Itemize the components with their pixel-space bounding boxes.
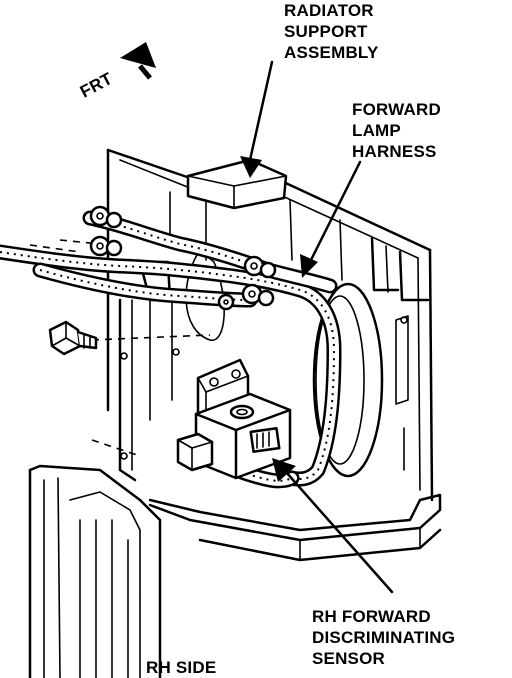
harness-clip bbox=[89, 235, 123, 257]
left-post bbox=[28, 260, 173, 678]
radiator-support-assembly bbox=[106, 148, 434, 502]
harness-clip bbox=[217, 293, 235, 311]
alignment-lines bbox=[29, 239, 211, 457]
harness-clip bbox=[241, 283, 275, 307]
sensor-label-line3: SENSOR bbox=[312, 649, 385, 668]
harness-label-line3: HARNESS bbox=[352, 142, 437, 161]
sensor-arrow bbox=[272, 458, 394, 594]
harness-clip bbox=[243, 255, 277, 279]
side-label: RH SIDE bbox=[146, 658, 216, 677]
harness-clips bbox=[89, 205, 277, 311]
lower-bracket bbox=[148, 493, 442, 562]
sensor-label-line2: DISCRIMINATING bbox=[312, 628, 455, 647]
fastener-dots bbox=[120, 316, 408, 460]
headlamp-opening bbox=[185, 249, 384, 478]
harness-label-line1: FORWARD bbox=[352, 100, 441, 119]
bolt bbox=[48, 320, 98, 356]
harness-label-line2: LAMP bbox=[352, 121, 401, 140]
radiator-label-line2: SUPPORT bbox=[284, 22, 368, 41]
harness-arrow bbox=[300, 160, 362, 278]
harness-clip bbox=[89, 205, 123, 229]
sensor-label-line1: RH FORWARD bbox=[312, 607, 431, 626]
front-label: FRT bbox=[77, 69, 116, 102]
radiator-label-line1: RADIATOR bbox=[284, 1, 374, 20]
radiator-label-line3: ASSEMBLY bbox=[284, 43, 379, 62]
rh-forward-discriminating-sensor bbox=[176, 392, 292, 480]
front-direction-arrow bbox=[120, 42, 156, 80]
radiator-support-arrow bbox=[240, 60, 274, 178]
